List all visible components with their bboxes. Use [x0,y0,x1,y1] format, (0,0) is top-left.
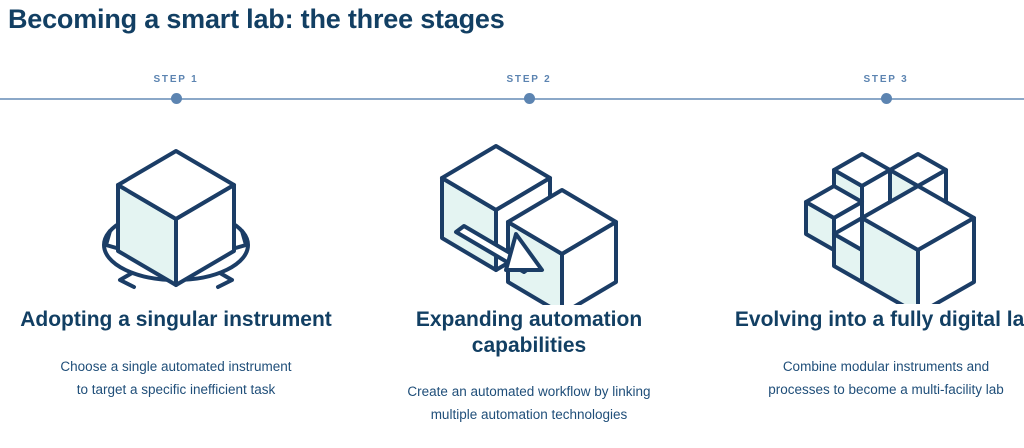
stage-heading-3-line-1: Evolving into a [734,308,885,331]
stage-description-3-line-2: processes to become a multi-facility lab [768,381,1004,397]
stage-heading-1-line-1: Adopting a [20,308,130,331]
step-label-2: STEP 2 [506,74,552,85]
two-linked-cubes-icon [364,130,694,305]
page-title: Becoming a smart lab: the three stages [8,4,505,34]
timeline-dot-2[interactable] [524,93,535,104]
stage-description-1: Choose a single automated instrument to … [11,355,341,401]
stage-description-2-line-1: Create an automated workflow by linking [407,384,651,400]
stage-description-2-line-2: multiple automation technologies [430,407,628,423]
stage-heading-1: Adopting a singular instrument [11,307,341,333]
stage-heading-2-line-2: capabilities [471,333,587,357]
stage-description-1-line-1: Choose a single automated instrument [60,358,292,374]
stage-description-3-line-1: Combine modular instruments and [782,358,990,374]
stage-description-1-line-2: to target a specific inefficient task [76,381,276,397]
stage-heading-3: Evolving into a fully digital lab [721,307,1024,333]
stage-heading-2-line-1: Expanding automation [415,308,643,331]
stage-description-3: Combine modular instruments and processe… [721,355,1024,401]
timeline-dot-1[interactable] [171,93,182,104]
stage-column-3: Evolving into a fully digital lab Combin… [721,130,1024,401]
stage-heading-1-line-2: singular instrument [135,308,332,331]
single-cube-rotation-icon [11,130,341,305]
modular-cube-cluster-icon [721,130,1024,305]
step-label-3: STEP 3 [863,74,909,85]
timeline-track [0,98,1024,100]
stage-description-2: Create an automated workflow by linking … [364,380,694,426]
stage-heading-2: Expanding automation capabilities [364,307,694,358]
stage-column-2: Expanding automation capabilities Create… [364,130,694,427]
stage-heading-3-line-2: fully digital lab [890,308,1024,331]
step-label-1: STEP 1 [153,74,199,85]
stage-column-1: Adopting a singular instrument Choose a … [11,130,341,401]
timeline-dot-3[interactable] [881,93,892,104]
